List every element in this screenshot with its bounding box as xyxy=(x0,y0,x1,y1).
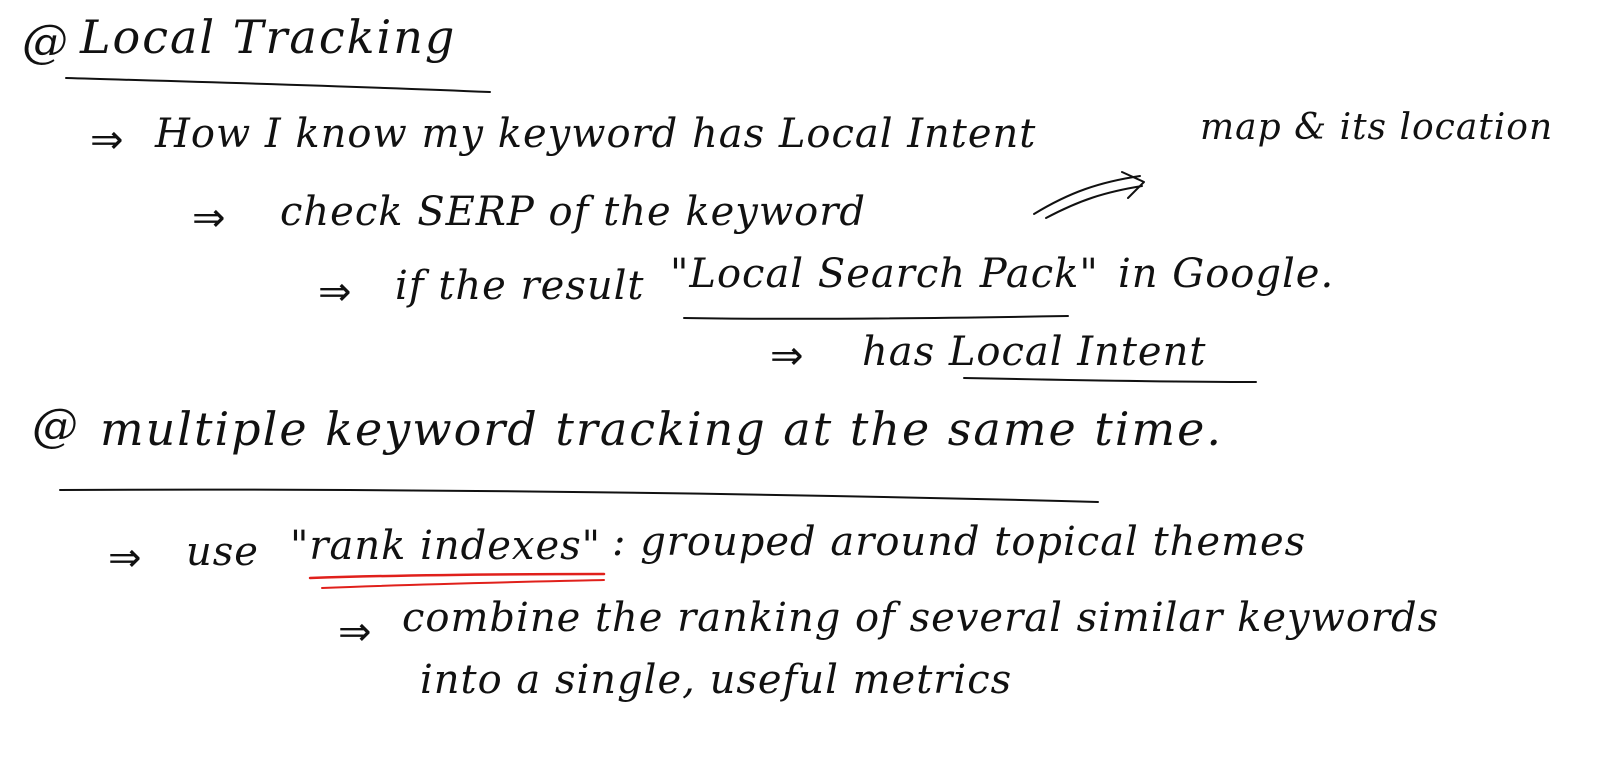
arrow-to-side-note-inner xyxy=(1045,185,1143,219)
s1-line1-text: How I know my keyword has Local Intent xyxy=(155,111,1037,157)
s1-line3-tail: in Google. xyxy=(1118,251,1335,297)
s2-line2-arrow: ⇒ xyxy=(338,609,373,655)
s1-side-note: map & its location xyxy=(1200,107,1554,148)
s1-line2-text: check SERP of the keyword xyxy=(280,189,866,235)
underline-section2-title xyxy=(59,488,1099,503)
arrow-to-side-note-head xyxy=(1121,171,1145,199)
underline-local-intent xyxy=(963,377,1257,383)
s1-line3-arrow: ⇒ xyxy=(318,269,353,315)
s1-line1-arrow: ⇒ xyxy=(90,117,125,163)
s1-line3-text: if the result xyxy=(395,263,645,309)
underline-local-search-pack xyxy=(683,315,1069,320)
arrow-to-side-note-outer xyxy=(1033,175,1141,215)
s2-line1-quoted: "rank indexes" xyxy=(290,523,602,569)
s2-line1-tail: : grouped around topical themes xyxy=(612,519,1307,565)
red-underline-rank-indexes-1 xyxy=(308,572,606,580)
underline-section1-title xyxy=(65,77,491,93)
red-underline-rank-indexes-2 xyxy=(321,579,605,589)
section1-title: Local Tracking xyxy=(80,10,457,64)
s2-line3-text: into a single, useful metrics xyxy=(420,657,1013,703)
section1-bullet: @ xyxy=(22,14,70,68)
s1-line2-arrow: ⇒ xyxy=(192,195,227,241)
s1-line4-arrow: ⇒ xyxy=(770,333,805,379)
s2-line1-text: use xyxy=(186,529,259,575)
s1-line3-quoted: "Local Search Pack" xyxy=(670,251,1099,297)
section2-bullet: @ xyxy=(32,398,80,452)
section2-title: multiple keyword tracking at the same ti… xyxy=(100,402,1223,456)
s1-line4-text: has Local Intent xyxy=(862,329,1207,375)
s2-line2-text: combine the ranking of several similar k… xyxy=(402,595,1440,641)
s2-line1-arrow: ⇒ xyxy=(108,535,143,581)
